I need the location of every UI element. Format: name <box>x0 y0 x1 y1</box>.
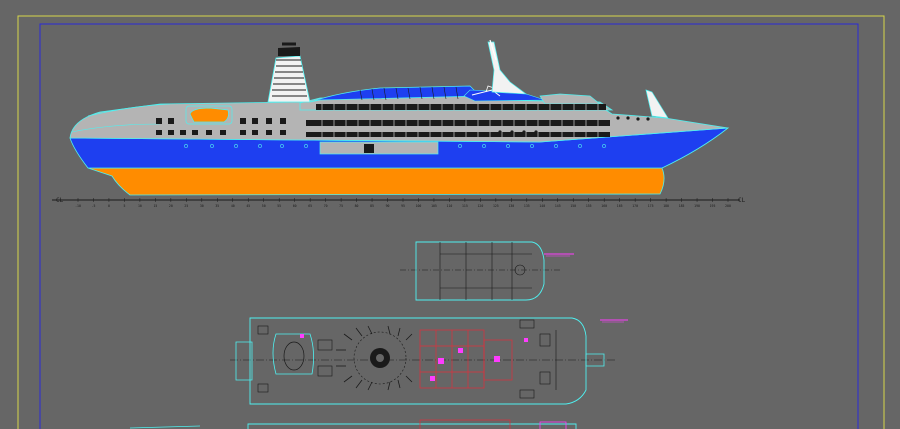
frame-number: 130 <box>508 204 514 208</box>
lower-deck-tag <box>539 421 567 429</box>
funnel-icon <box>267 42 311 103</box>
deck-plan-top-divisions <box>439 242 532 300</box>
shell-door <box>319 141 439 155</box>
forward-windows <box>156 118 286 135</box>
frame-number: 5 <box>123 204 125 208</box>
stern-details <box>257 325 333 393</box>
frame-number: 195 <box>710 204 716 208</box>
roof-ribs <box>359 86 459 101</box>
magenta-highlights <box>300 334 528 381</box>
frame-number: 190 <box>694 204 700 208</box>
frame-number: 125 <box>493 204 499 208</box>
frame-number: 165 <box>617 204 623 208</box>
frame-number: 60 <box>293 204 297 208</box>
frame-number: 90 <box>386 204 390 208</box>
frame-number: 55 <box>277 204 281 208</box>
lifeboat-icon <box>185 105 233 125</box>
frame-number: 40 <box>231 204 235 208</box>
atrium-round <box>353 331 407 385</box>
frame-number: 85 <box>370 204 374 208</box>
frame-number: 100 <box>416 204 422 208</box>
frame-number: 200 <box>725 204 731 208</box>
frame-number: 170 <box>632 204 638 208</box>
frame-number: 105 <box>431 204 437 208</box>
main-deck-stern-extension <box>235 341 253 381</box>
main-deck-outline <box>249 317 587 405</box>
mast-icon <box>487 39 528 95</box>
bridge-block <box>539 93 601 105</box>
frame-number: 0 <box>108 204 110 208</box>
frame-scale: -10 -5 0 5 10 15 20 25 30 35 40 45 50 55 60 65 70 75 80 85 9… <box>52 197 746 208</box>
frame-number: 115 <box>462 204 468 208</box>
frame-number: 110 <box>447 204 453 208</box>
aft-mast-icon <box>645 89 669 119</box>
frame-number: 150 <box>570 204 576 208</box>
interior-cabins <box>419 329 513 389</box>
radar-arm-2 <box>485 85 495 93</box>
frame-number: 95 <box>401 204 405 208</box>
window-row-upper <box>316 104 606 110</box>
frame-number: 180 <box>663 204 669 208</box>
lower-deck-red-zone <box>419 419 511 429</box>
bow-details <box>519 319 557 399</box>
hull-lower-orange <box>87 167 665 196</box>
lower-deck-outline <box>247 423 577 429</box>
shell-door-black <box>364 144 374 153</box>
frame-number: 145 <box>555 204 561 208</box>
frame-number: 25 <box>184 204 188 208</box>
frame-number: 45 <box>246 204 250 208</box>
frame-number: 80 <box>355 204 359 208</box>
frame-number: 50 <box>262 204 266 208</box>
frame-number: 120 <box>477 204 483 208</box>
main-deck-bow-extension <box>585 353 605 367</box>
frame-number: 185 <box>679 204 685 208</box>
frame-number: 20 <box>169 204 173 208</box>
frame-number: 35 <box>215 204 219 208</box>
deck-plan-top-outline <box>415 241 545 301</box>
lower-deck-plan[interactable] <box>129 419 577 429</box>
frame-number: 75 <box>339 204 343 208</box>
blue-roof-deck-aft <box>463 89 546 102</box>
pool <box>283 341 305 371</box>
frame-number: 160 <box>601 204 607 208</box>
forward-deck-sheer <box>87 103 171 117</box>
frame-number: -10 <box>75 204 81 208</box>
outer-frame <box>17 15 885 429</box>
deck-plan-top-annotation <box>544 253 574 257</box>
aft-portholes <box>498 116 650 134</box>
main-deck-plan[interactable] <box>230 317 628 405</box>
frame-number: 30 <box>200 204 204 208</box>
frame-number: 15 <box>153 204 157 208</box>
frame-number: 10 <box>138 204 142 208</box>
frame-number: 135 <box>524 204 530 208</box>
window-row-lower <box>306 120 610 137</box>
pool-area <box>272 333 314 375</box>
seating-clusters <box>336 325 413 391</box>
deck-plan-top-hatch <box>514 264 526 276</box>
centerline-label-left: CL <box>56 197 64 204</box>
deck-plan-icon[interactable] <box>400 241 574 301</box>
frame-number: 155 <box>586 204 592 208</box>
hull-portholes <box>184 144 606 148</box>
frame-number: 175 <box>648 204 654 208</box>
ship-profile-icon[interactable] <box>69 39 730 196</box>
forward-deck-edge <box>71 123 161 133</box>
frame-number: 140 <box>539 204 545 208</box>
centerline-label-right: CL <box>738 197 746 204</box>
frame-number: -5 <box>92 204 96 208</box>
frame-number: 65 <box>308 204 312 208</box>
inner-frame <box>39 23 859 429</box>
window-grid <box>321 104 599 137</box>
main-deck-annotation <box>600 319 628 323</box>
frame-number: 70 <box>324 204 328 208</box>
